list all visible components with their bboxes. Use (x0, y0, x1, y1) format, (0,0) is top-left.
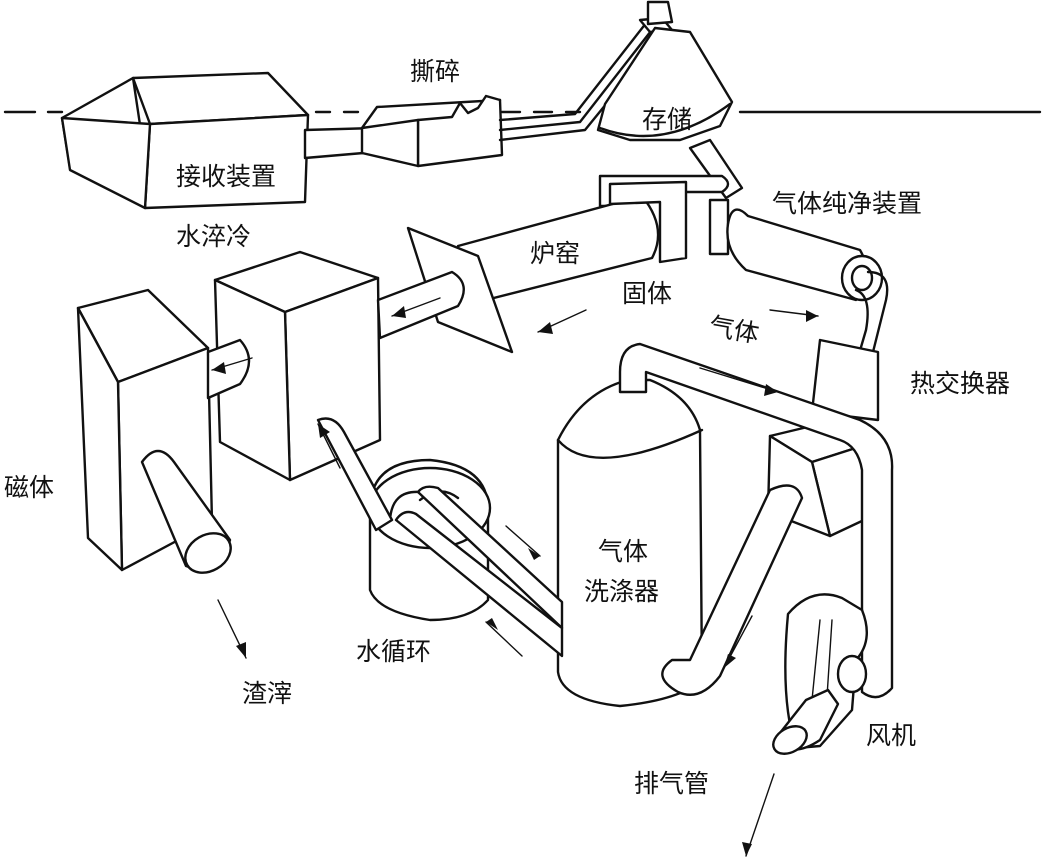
slag-discharge-pipe (140, 449, 232, 574)
label-magnetic: 磁体 (4, 473, 54, 502)
label-exhaust-pipe: 排气管 (634, 769, 709, 798)
receiving-unit (60, 71, 310, 210)
label-gas-scrubber-line1: 气体 (598, 537, 648, 566)
quench-to-magnetic-pipe (206, 338, 251, 400)
label-fan: 风机 (866, 721, 916, 750)
storage-silo (596, 0, 734, 142)
label-gas-scrubber-line2: 洗涤器 (584, 577, 659, 606)
label-kiln: 炉窑 (530, 239, 580, 268)
label-gas-purification-unit: 气体纯净装置 (772, 189, 922, 218)
label-gas: 气体 (707, 311, 761, 348)
fan (772, 593, 868, 755)
label-heat-exchanger: 热交换器 (910, 369, 1010, 398)
label-water-quench: 水淬冷 (176, 222, 251, 251)
gas-pipe-scrubber-to-exchanger (618, 342, 894, 699)
water-quench-unit (213, 250, 382, 482)
labels: 接收装置 撕碎 存储 气体纯净装置 水淬冷 炉窑 固体 气体 热交换器 磁体 气… (4, 57, 1010, 798)
flow-arrows (211, 297, 819, 857)
label-receiving-unit: 接收装置 (176, 162, 276, 191)
label-water-circulation: 水循环 (356, 637, 431, 666)
gas-purification-unit (708, 198, 889, 382)
label-slag: 渣滓 (242, 679, 292, 708)
label-solids: 固体 (622, 279, 672, 308)
label-storage: 存储 (642, 105, 692, 134)
shredder (360, 94, 504, 168)
water-pipes (316, 417, 564, 658)
label-shredding: 撕碎 (410, 57, 460, 86)
